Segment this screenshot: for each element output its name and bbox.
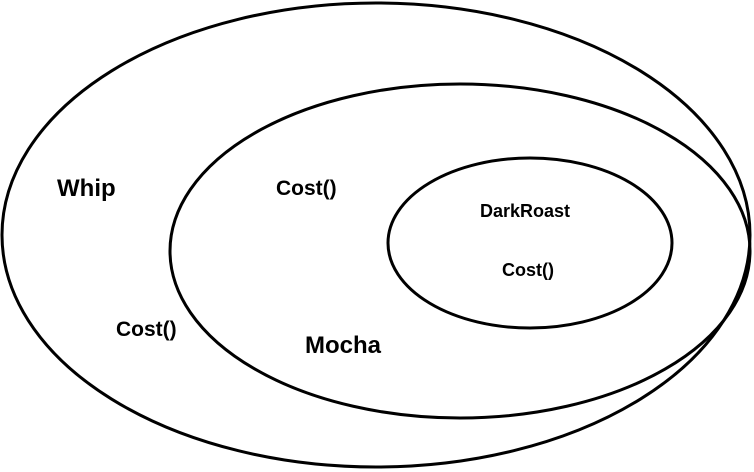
mocha-label: Mocha — [305, 332, 382, 359]
darkroast-label: DarkRoast — [480, 201, 570, 221]
darkroast-ellipse — [386, 156, 674, 330]
whip-cost-label: Cost() — [116, 318, 177, 341]
mocha-cost-label: Cost() — [276, 177, 337, 200]
mocha-ellipse — [168, 82, 752, 420]
whip-label: Whip — [57, 175, 116, 202]
darkroast-cost-label: Cost() — [502, 260, 554, 280]
